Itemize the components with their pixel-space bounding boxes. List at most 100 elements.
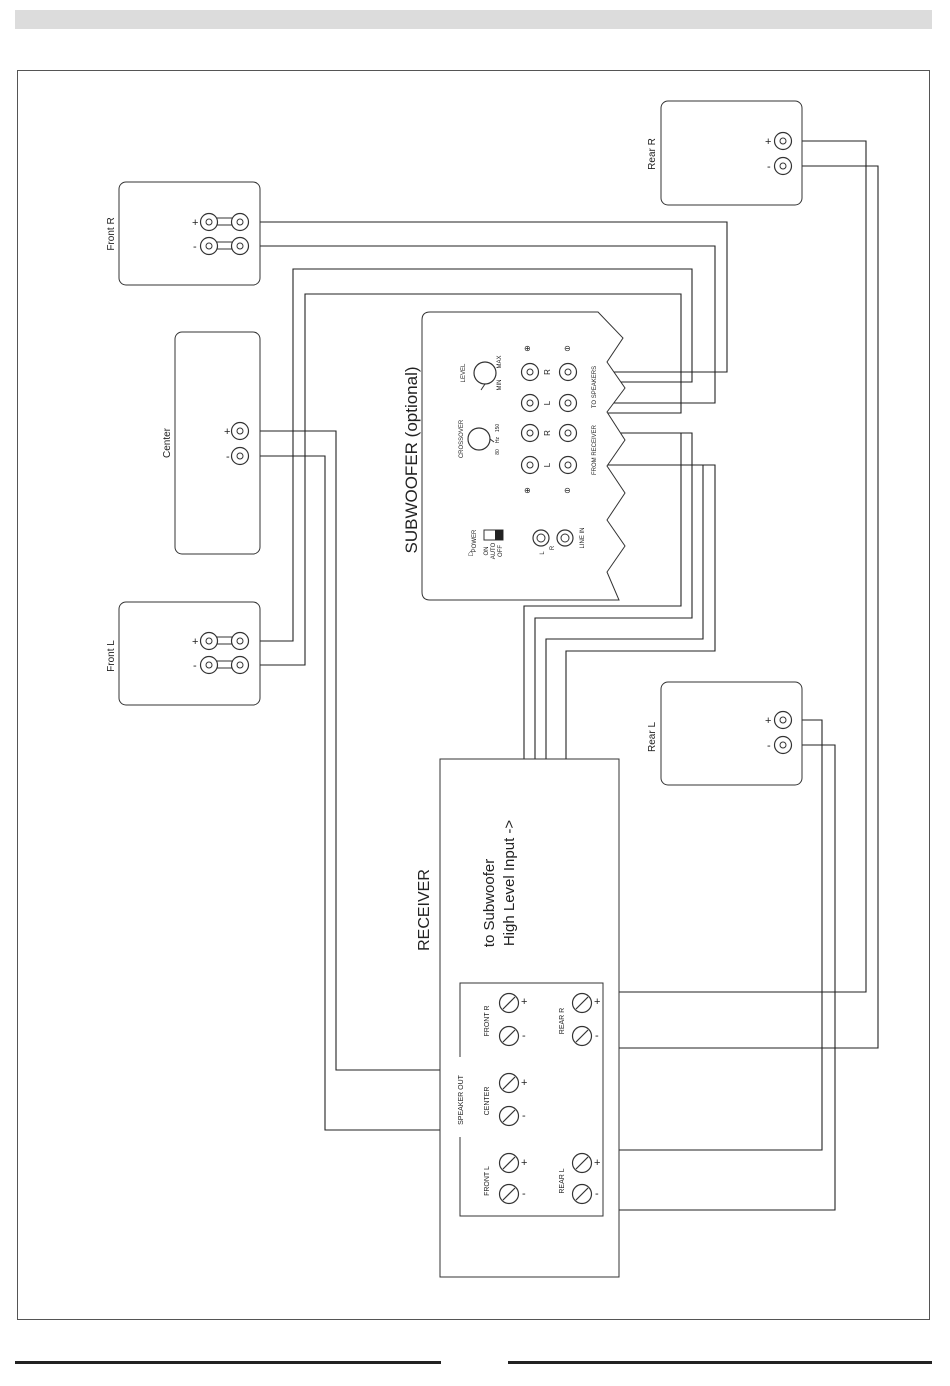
recv-front-r-minus-jack: [500, 1027, 519, 1046]
crossover-scale-high: 150: [495, 424, 501, 433]
front-l-jack-plus-1: [201, 633, 218, 650]
receiver-note-line2: High Level Input ->: [501, 820, 518, 947]
level-knob[interactable]: [474, 362, 496, 384]
sub-tospk-r-plus: [522, 364, 539, 381]
recv-front-r-minus: -: [522, 1030, 526, 1042]
receiver: RECEIVER to Subwoofer High Level Input -…: [416, 759, 619, 1277]
front-r-plus: +: [192, 217, 198, 229]
speaker-out-label: SPEAKER OUT: [458, 1074, 465, 1125]
recv-rear-r-minus-jack: [573, 1027, 592, 1046]
level-min: MIN: [497, 380, 503, 391]
recv-center-minus-jack: [500, 1107, 519, 1126]
power-off: OFF: [498, 545, 504, 557]
sub-fromrx-l-minus: [560, 457, 577, 474]
subwoofer-title: SUBWOOFER (optional): [402, 366, 421, 553]
rear-r-jack-minus: [775, 158, 792, 175]
recv-rear-l-plus-jack: [573, 1154, 592, 1173]
receiver-note-line1: to Subwoofer: [481, 859, 498, 947]
sub-l-label-2: L: [543, 462, 552, 467]
recv-front-l-label: FRONT L: [484, 1166, 491, 1196]
recv-center-plus: +: [521, 1077, 527, 1089]
sub-tospk-l-minus: [560, 395, 577, 412]
sub-r-label-2: R: [543, 430, 552, 436]
level-max: MAX: [497, 355, 503, 368]
recv-front-r-plus-jack: [500, 994, 519, 1013]
recv-front-l-plus: +: [521, 1157, 527, 1169]
speaker-center: Center + -: [162, 332, 260, 554]
recv-rear-r-plus-jack: [573, 994, 592, 1013]
speaker-front-l: Front L + -: [106, 602, 260, 705]
recv-front-r-plus: +: [521, 996, 527, 1008]
center-label: Center: [162, 427, 173, 458]
line-in-r-mark: R: [550, 545, 556, 550]
subwoofer-panel: SUBWOOFER (optional) LEVEL MIN MAX CROSS…: [402, 312, 625, 600]
front-r-jack-minus-1: [201, 238, 218, 255]
speaker-rear-l: Rear L + -: [647, 682, 802, 785]
sub-tospk-r-minus: [560, 364, 577, 381]
sub-l-label-1: L: [543, 400, 552, 405]
rear-l-plus: +: [765, 715, 771, 727]
rear-r-label: Rear R: [647, 138, 658, 170]
front-l-jack-minus-1: [201, 657, 218, 674]
recv-front-r-label: FRONT R: [484, 1006, 491, 1037]
to-speakers-label: TO SPEAKERS: [592, 366, 598, 408]
recv-front-l-plus-jack: [500, 1154, 519, 1173]
recv-rear-r-minus: -: [595, 1030, 599, 1042]
center-minus: -: [226, 451, 230, 463]
crossover-scale-unit: Hz: [495, 436, 501, 443]
front-r-jack-minus-2: [232, 238, 249, 255]
recv-rear-l-minus-jack: [573, 1185, 592, 1204]
recv-front-l-minus: -: [522, 1188, 526, 1200]
rear-l-jack-minus: [775, 737, 792, 754]
front-l-label: Front L: [106, 640, 117, 672]
rear-l-minus: -: [767, 740, 771, 752]
terminal-plus-top: ⊕: [524, 344, 531, 353]
rear-l-label: Rear L: [647, 722, 658, 752]
rear-r-plus: +: [765, 136, 771, 148]
sub-fromrx-r-minus: [560, 425, 577, 442]
crossover-label: CROSSOVER: [459, 419, 465, 458]
speaker-rear-r: Rear R + -: [647, 101, 802, 205]
front-l-plus: +: [192, 636, 198, 648]
center-jack-minus: [232, 448, 249, 465]
rear-r-jack-plus: [775, 133, 792, 150]
recv-rear-r-plus: +: [594, 996, 600, 1008]
rear-r-minus: -: [767, 161, 771, 173]
front-l-minus: -: [193, 660, 197, 672]
from-receiver-label: FROM RECEIVER: [592, 424, 598, 475]
speaker-front-r: Front R + -: [106, 182, 260, 285]
front-r-jack-plus-1: [201, 214, 218, 231]
center-plus: +: [224, 426, 230, 438]
front-r-minus: -: [193, 241, 197, 253]
terminal-minus-top: ⊖: [564, 344, 571, 353]
crossover-knob[interactable]: [468, 428, 490, 450]
center-jack-plus: [232, 423, 249, 440]
recv-rear-l-label: REAR L: [559, 1168, 566, 1193]
recv-rear-r-label: REAR R: [559, 1008, 566, 1034]
sub-tospk-l-plus: [522, 395, 539, 412]
recv-rear-l-minus: -: [595, 1188, 599, 1200]
front-l-jack-minus-2: [232, 657, 249, 674]
wire-rear-l-minus: [582, 745, 835, 1210]
sub-fromrx-r-plus: [522, 425, 539, 442]
receiver-title: RECEIVER: [416, 869, 433, 951]
terminal-minus-bottom: ⊖: [564, 486, 571, 495]
rear-l-jack-plus: [775, 712, 792, 729]
front-r-jack-plus-2: [232, 214, 249, 231]
recv-center-label: CENTER: [484, 1087, 491, 1116]
recv-center-minus: -: [522, 1110, 526, 1122]
power-auto: AUTO: [491, 542, 497, 559]
terminal-plus-bottom: ⊕: [524, 486, 531, 495]
front-r-label: Front R: [106, 217, 117, 250]
recv-front-l-minus-jack: [500, 1185, 519, 1204]
power-on: ON: [484, 547, 490, 556]
level-label: LEVEL: [461, 363, 467, 382]
recv-center-plus-jack: [500, 1074, 519, 1093]
sub-fromrx-l-plus: [522, 457, 539, 474]
front-l-jack-plus-2: [232, 633, 249, 650]
sub-r-label-1: R: [543, 369, 552, 375]
power-label: POWER: [472, 529, 478, 552]
wire-rear-r-minus: [582, 166, 878, 1048]
recv-rear-l-plus: +: [594, 1157, 600, 1169]
